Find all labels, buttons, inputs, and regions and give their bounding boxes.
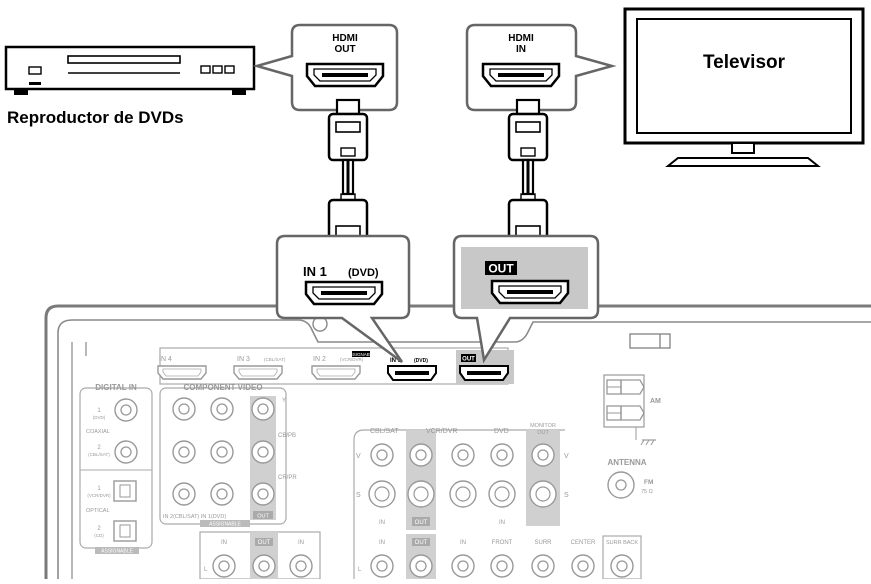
hdmi-port-icon xyxy=(481,62,561,88)
digital-opt1-sub: (VCR/DVR) xyxy=(87,493,111,498)
receiver-hdmi-in3: IN 3 xyxy=(237,356,250,363)
av-monitor-out-2: OUT xyxy=(537,430,549,436)
tv-label: Televisor xyxy=(703,52,786,73)
component-out-label: OUT xyxy=(257,514,269,520)
tv-hdmi-label-line2: IN xyxy=(516,44,526,55)
component-cr-label: CR/PR xyxy=(278,475,297,481)
hdmi-port-icon xyxy=(305,62,385,88)
component-cb-label: CB/PB xyxy=(278,433,296,439)
television-icon xyxy=(623,7,865,167)
receiver-hdmi-in2-sub: (VCR/DVR) xyxy=(340,357,364,362)
av-dvd: DVD xyxy=(494,428,509,435)
av-v-label-right: V xyxy=(564,453,569,460)
dvd-player-icon xyxy=(4,45,256,95)
bottom-surr: SURR xyxy=(534,540,552,546)
in1-callout-sub: (DVD) xyxy=(348,267,379,279)
dvd-hdmi-label-line2: OUT xyxy=(334,44,355,55)
bottom-in-3: IN xyxy=(379,540,385,546)
component-y-label: Y xyxy=(282,398,286,404)
dvd-hdmi-out-callout: HDMI OUT xyxy=(252,23,399,112)
av-cbl-sat: CBL/SAT xyxy=(370,428,399,435)
receiver-hdmi-assignable-tag: ASSIGNABLE xyxy=(347,352,376,357)
hdmi-port-icon xyxy=(490,279,570,305)
bottom-jacks xyxy=(370,554,634,578)
hdmi-port-icon xyxy=(304,280,384,306)
av-s-label-right: S xyxy=(564,492,569,499)
bottom-surr-back: SURR BACK xyxy=(606,540,638,546)
antenna-title: ANTENNA xyxy=(607,458,646,467)
receiver-hdmi-in1-sub: (DVD) xyxy=(414,358,428,364)
bottom-l-1: L xyxy=(204,567,208,573)
hdmi-port-in3 xyxy=(233,365,283,380)
digital-coaxial-label: COAXIAL xyxy=(86,429,110,435)
digital-opt2-sub: (CD) xyxy=(94,533,104,538)
receiver-out-callout: OUT xyxy=(452,234,600,364)
hdmi-cable-tv xyxy=(507,98,549,260)
receiver-hdmi-in3-sub: (CBL/SAT) xyxy=(264,357,286,362)
hdmi-port-out xyxy=(459,365,509,381)
digital-assignable: ASSIGNABLE xyxy=(101,549,133,555)
digital-opt2-num: 2 xyxy=(97,526,101,532)
tv-hdmi-label-line1: HDMI xyxy=(508,33,534,44)
antenna-fm-ohm: 75 Ω xyxy=(641,489,653,495)
component-jacks xyxy=(172,397,275,506)
av-vcr-dvr: VCR/DVR xyxy=(426,428,458,435)
bottom-in-1: IN xyxy=(221,540,227,546)
bottom-front: FRONT xyxy=(492,540,513,546)
digital-optical-label: OPTICAL xyxy=(86,508,110,514)
receiver-back-panel: ASSIGNABLE IN 4 IN 3 (CBL/SAT) IN 2 (VCR… xyxy=(44,304,871,580)
bottom-out-1: OUT xyxy=(258,540,271,546)
component-assignable: ASSIGNABLE xyxy=(209,522,241,528)
digital-coax1-num: 1 xyxy=(97,408,101,414)
bottom-in-4: IN xyxy=(460,540,466,546)
component-video-title: COMPONENT VIDEO xyxy=(183,383,262,392)
digital-coax2-num: 2 xyxy=(97,445,101,451)
digital-coax1-sub: (DVD) xyxy=(93,415,106,420)
receiver-hdmi-out: OUT xyxy=(462,357,475,363)
component-bottom-label: IN 2(CBL/SAT) IN 1(DVD) xyxy=(163,514,226,520)
bottom-center: CENTER xyxy=(571,540,596,546)
av-in-b: IN xyxy=(499,520,505,526)
digital-coax2-sub: (CBL/SAT) xyxy=(88,452,110,457)
out-callout-label: OUT xyxy=(488,262,514,276)
digital-in-title: DIGITAL IN xyxy=(95,383,137,392)
av-out-a: OUT xyxy=(415,520,428,526)
antenna-am: AM xyxy=(650,398,661,405)
av-s-label: S xyxy=(356,492,361,499)
am-antenna-terminals xyxy=(603,374,656,446)
antenna-fm: FM xyxy=(644,479,653,486)
digital-opt1-num: 1 xyxy=(97,486,101,492)
hdmi-port-in2 xyxy=(311,365,361,380)
hdmi-port-in1 xyxy=(387,365,437,381)
tv-hdmi-in-callout: HDMI IN xyxy=(465,23,617,112)
av-monitor-out-1: MONITOR xyxy=(530,423,556,429)
receiver-hdmi-in2: IN 2 xyxy=(313,356,326,363)
av-jacks xyxy=(368,443,557,508)
dvd-player-label: Reproductor de DVDs xyxy=(7,108,184,127)
receiver-hdmi-in1: IN 1 xyxy=(390,358,402,364)
hdmi-cable-dvd xyxy=(327,98,369,260)
bottom-l-2: L xyxy=(358,567,362,573)
dvd-hdmi-label-line1: HDMI xyxy=(332,33,358,44)
receiver-in1-callout: IN 1 (DVD) xyxy=(275,234,411,364)
av-in-a: IN xyxy=(379,520,385,526)
bottom-out-3: OUT xyxy=(415,540,428,546)
in1-callout-label: IN 1 xyxy=(303,264,327,279)
bottom-in-2: IN xyxy=(298,540,304,546)
av-v-label: V xyxy=(356,453,361,460)
hdmi-port-in4 xyxy=(157,365,207,380)
receiver-hdmi-in4: IN 4 xyxy=(159,356,172,363)
